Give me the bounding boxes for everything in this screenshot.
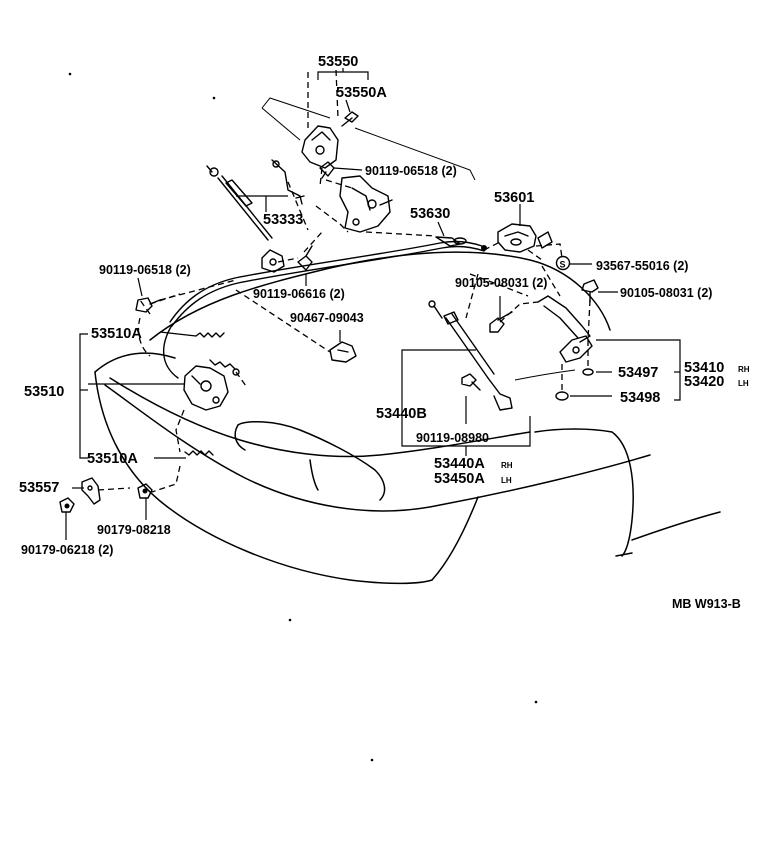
label-53497: 53497 <box>618 365 658 381</box>
label-53557: 53557 <box>19 480 59 496</box>
label-53440A: 53440A <box>434 456 485 472</box>
hood-release-53630 <box>435 236 461 247</box>
hood-latch-53510 <box>183 332 240 456</box>
label-90119-06518-top: 90119-06518 (2) <box>365 164 457 178</box>
label-53420-lh: LH <box>738 379 749 388</box>
label-53440B: 53440B <box>376 406 427 422</box>
label-53630: 53630 <box>410 206 450 222</box>
label-90179-06218: 90179-06218 (2) <box>21 543 113 557</box>
svg-text:S: S <box>560 260 566 270</box>
label-93567-55016: 93567-55016 (2) <box>596 259 688 273</box>
label-53450A: 53450A <box>434 471 485 487</box>
label-53601: 53601 <box>494 190 534 206</box>
assembly-dashed-lines <box>97 69 591 493</box>
scan-specks <box>68 72 538 762</box>
label-53333: 53333 <box>263 212 303 228</box>
label-53550A: 53550A <box>336 85 387 101</box>
hood-cushion-53601 <box>497 223 553 253</box>
label-90119-06616: 90119-06616 (2) <box>253 287 345 301</box>
hood-hinge-53410: S <box>489 255 599 401</box>
label-90105-08031-right: 90105-08031 (2) <box>620 286 712 300</box>
leader-lines <box>65 68 681 540</box>
label-53420: 53420 <box>684 374 724 390</box>
hood-lock-center <box>339 175 393 233</box>
label-53510A-top: 53510A <box>91 326 142 342</box>
label-90119-06518-left: 90119-06518 (2) <box>99 263 191 277</box>
label-53410: 53410 <box>684 360 724 376</box>
label-53450A-lh: LH <box>501 476 512 485</box>
hood-release-cable <box>162 237 487 379</box>
label-90119-08980: 90119-08980 <box>416 431 489 445</box>
label-90179-08218: 90179-08218 <box>97 523 171 537</box>
fasteners-bottom <box>59 477 153 513</box>
label-53498: 53498 <box>620 390 660 406</box>
hood-support-53333 <box>206 159 305 273</box>
label-90105-08031-left: 90105-08031 (2) <box>455 276 547 290</box>
label-53510: 53510 <box>24 384 64 400</box>
hood-strut-53440B <box>428 300 513 411</box>
vehicle-body-outline <box>94 251 721 585</box>
label-53550: 53550 <box>318 54 358 70</box>
label-53440A-rh: RH <box>501 461 513 470</box>
label-90467-09043: 90467-09043 <box>290 311 364 325</box>
label-53510A-bottom: 53510A <box>87 451 138 467</box>
label-53410-rh: RH <box>738 365 750 374</box>
diagram-code: MB W913-B <box>672 597 741 611</box>
part-labels: 53550 53550A 90119-06518 (2) 53601 53630… <box>19 54 750 611</box>
